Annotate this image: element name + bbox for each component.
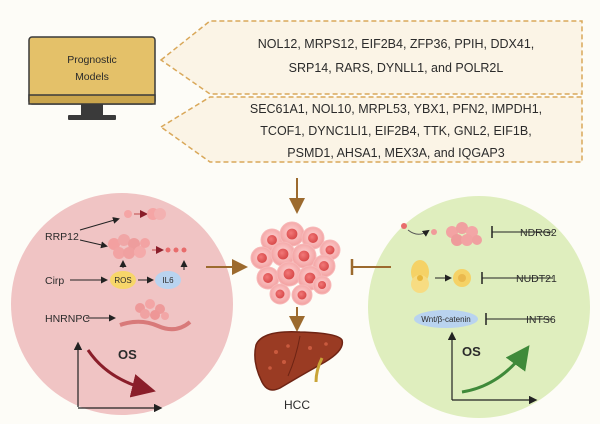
- tumor-cell-nucleus: [325, 245, 335, 255]
- banner-top: NOL12, MRPS12, EIF2B4, ZFP36, PPIH, DDX4…: [159, 20, 583, 95]
- dividing-cell-icon: [124, 208, 166, 220]
- tumor-cell-nucleus: [283, 268, 295, 280]
- yellow-cells-icon: [411, 260, 471, 293]
- hcc-label: HCC: [284, 398, 310, 412]
- tumor-cell-nucleus: [263, 273, 273, 283]
- ros-label: ROS: [114, 276, 131, 285]
- tumor-cell-nucleus: [277, 248, 289, 260]
- rrp12-label: RRP12: [45, 231, 79, 243]
- tumor-cell-nucleus: [286, 228, 298, 240]
- tumor-cell-nucleus: [304, 272, 316, 284]
- monitor-label-line2: Models: [75, 71, 109, 83]
- tumor-cell-nucleus: [297, 290, 307, 300]
- os-label-left: OS: [118, 347, 137, 362]
- cirp-label: Cirp: [45, 275, 64, 287]
- tumor-cell-mass: [250, 221, 341, 306]
- monitor-label-line1: Prognostic: [67, 54, 117, 66]
- banner-top-line1: NOL12, MRPS12, EIF2B4, ZFP36, PPIH, DDX4…: [258, 37, 535, 51]
- right-circle: NDRG2 NUDT21 Wnt/β-catenin INTS6 OS: [368, 196, 590, 418]
- nudt21-label: NUDT21: [516, 273, 557, 285]
- os-decreasing-chart: OS: [73, 341, 163, 413]
- tumor-cell-nucleus: [319, 261, 329, 271]
- ints6-label: INTS6: [526, 314, 556, 326]
- tumor-cell-nucleus: [317, 280, 327, 290]
- tumor-cell-nucleus: [267, 235, 277, 245]
- proliferating-cluster-icon: [108, 234, 187, 259]
- il6-badge: IL6: [155, 271, 181, 289]
- hnrnpc-label: HNRNPC: [45, 313, 90, 325]
- wnt-label: Wnt/β-catenin: [421, 315, 471, 324]
- migrating-cells-icon: [401, 222, 482, 246]
- ros-badge: ROS: [110, 271, 136, 289]
- il6-label: IL6: [162, 276, 174, 285]
- banner-bottom-line1: SEC61A1, NOL10, MRPL53, YBX1, PFN2, IMPD…: [250, 102, 542, 116]
- ndrg2-label: NDRG2: [520, 227, 557, 239]
- banner-bottom-line3: PSMD1, AHSA1, MEX3A, and IQGAP3: [287, 146, 505, 160]
- os-increasing-chart: OS: [447, 331, 538, 405]
- prognostic-models-monitor: Prognostic Models: [28, 36, 156, 120]
- tumor-cell-nucleus: [298, 250, 310, 262]
- wnt-badge: Wnt/β-catenin: [414, 310, 478, 328]
- tissue-invasion-icon: [119, 299, 192, 332]
- rrp12-arrow-up: [79, 217, 120, 231]
- tumor-cell-nucleus: [257, 253, 267, 263]
- banner-bottom-line2: TCOF1, DYNC1LI1, EIF2B4, TTK, GNL2, EIF1…: [260, 124, 531, 138]
- tumor-cell-nucleus: [308, 233, 318, 243]
- tumor-cell-nucleus: [275, 289, 285, 299]
- liver-icon: [254, 331, 344, 391]
- banner-top-line2: SRP14, RARS, DYNLL1, and POLR2L: [289, 61, 504, 75]
- os-label-right: OS: [462, 344, 481, 359]
- left-circle: RRP12 Cirp ROS: [11, 193, 233, 415]
- rrp12-arrow-down: [79, 239, 108, 249]
- banner-bottom: SEC61A1, NOL10, MRPL53, YBX1, PFN2, IMPD…: [159, 96, 583, 163]
